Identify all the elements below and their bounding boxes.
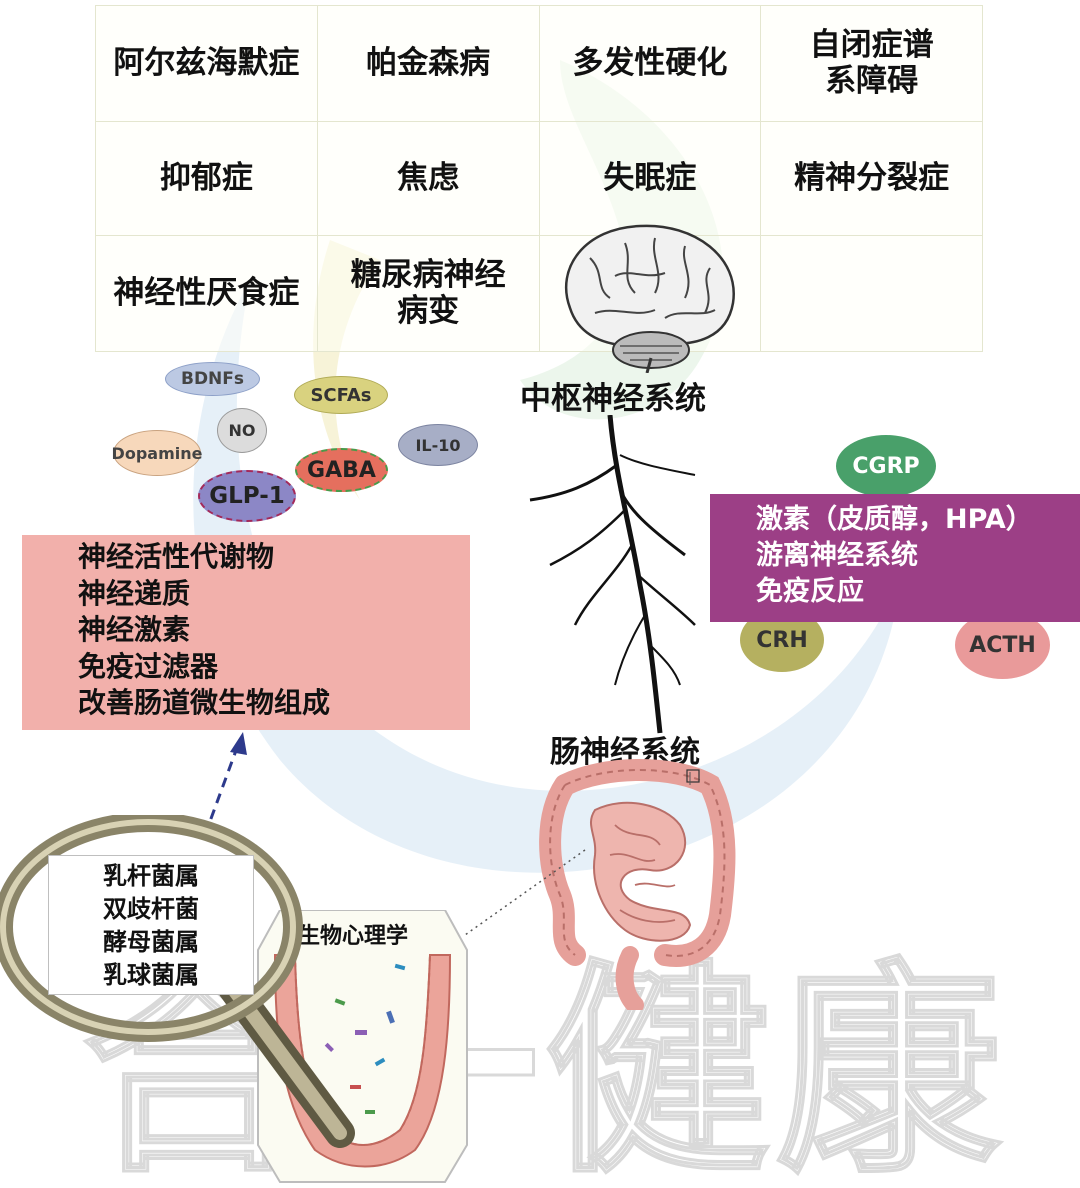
crh-label: CRH — [756, 627, 808, 653]
intestine-illustration — [539, 759, 736, 1010]
il10-bubble: IL-10 — [398, 424, 478, 466]
probiotic-list: 乳杆菌属 双歧杆菌 酵母菌属 乳球菌属 — [48, 855, 254, 995]
gut-effect-item: 神经递质 — [78, 576, 191, 610]
no-bubble: NO — [217, 408, 267, 453]
gut-effect-item: 神经活性代谢物 — [78, 540, 275, 573]
disease-cell: 抑郁症 — [95, 121, 318, 236]
cns-label: 中枢神经系统 — [520, 381, 706, 417]
gaba-bubble: GABA — [295, 448, 388, 492]
brain-effect-item: 免疫反应 — [756, 576, 864, 607]
brain-illustration — [564, 224, 735, 373]
scfa-label: SCFAs — [310, 384, 372, 406]
disease-cell: 帕金森病 — [316, 5, 540, 122]
cgrp-bubble: CGRP — [836, 435, 936, 497]
glp1-label: GLP-1 — [209, 483, 285, 509]
glp1-bubble: GLP-1 — [198, 470, 296, 522]
magnifier-icon — [0, 815, 355, 1148]
acth-label: ACTH — [969, 632, 1036, 658]
gaba-label: GABA — [307, 457, 376, 483]
brain-effect-item: 游离神经系统 — [756, 540, 918, 571]
disease-cell: 阿尔兹海默症 — [95, 5, 318, 122]
nerve-tree — [529, 415, 696, 734]
brain-effects-box: 激素（皮质醇，HPA） 游离神经系统 免疫反应 — [710, 494, 1080, 622]
disease-cell: 失眠症 — [538, 121, 762, 236]
dopamine-label: Dopamine — [111, 443, 203, 463]
gut-effect-item: 免疫过滤器 — [78, 649, 219, 683]
cgrp-label: CGRP — [852, 453, 920, 479]
disease-cell: 糖尿病神经 病变 — [316, 235, 540, 352]
disease-cell — [760, 235, 983, 352]
acth-bubble: ACTH — [955, 611, 1050, 679]
gut-effects-box: 神经活性代谢物 神经递质 神经激素 免疫过滤器 改善肠道微生物组成 — [22, 535, 470, 730]
bdnf-bubble: BDNFs — [165, 362, 260, 396]
bdnf-label: BDNFs — [180, 369, 245, 389]
disease-cell: 焦虑 — [316, 121, 540, 236]
gut-effect-item: 改善肠道微生物组成 — [78, 686, 331, 719]
brain-effect-item: 激素（皮质醇，HPA） — [756, 504, 1033, 535]
disease-cell: 精神分裂症 — [760, 121, 983, 236]
il10-label: IL-10 — [415, 435, 461, 455]
probiotic-item: 乳球菌属 — [103, 961, 199, 989]
gut-effect-item: 神经激素 — [78, 613, 191, 646]
no-label: NO — [228, 421, 256, 440]
disease-cell: 自闭症谱 系障碍 — [760, 5, 983, 122]
probiotic-item: 酵母菌属 — [103, 928, 199, 956]
biopsych-label: 生物心理学 — [298, 924, 409, 949]
disease-table: 阿尔兹海默症 帕金森病 多发性硬化 自闭症谱 系障碍 抑郁症 焦虑 失眠症 精神… — [95, 5, 983, 352]
probiotic-item: 乳杆菌属 — [103, 862, 199, 890]
probiotic-item: 双歧杆菌 — [103, 895, 199, 923]
scfa-bubble: SCFAs — [294, 376, 388, 414]
dopamine-bubble: Dopamine — [111, 430, 203, 476]
disease-cell: 神经性厌食症 — [95, 235, 318, 352]
